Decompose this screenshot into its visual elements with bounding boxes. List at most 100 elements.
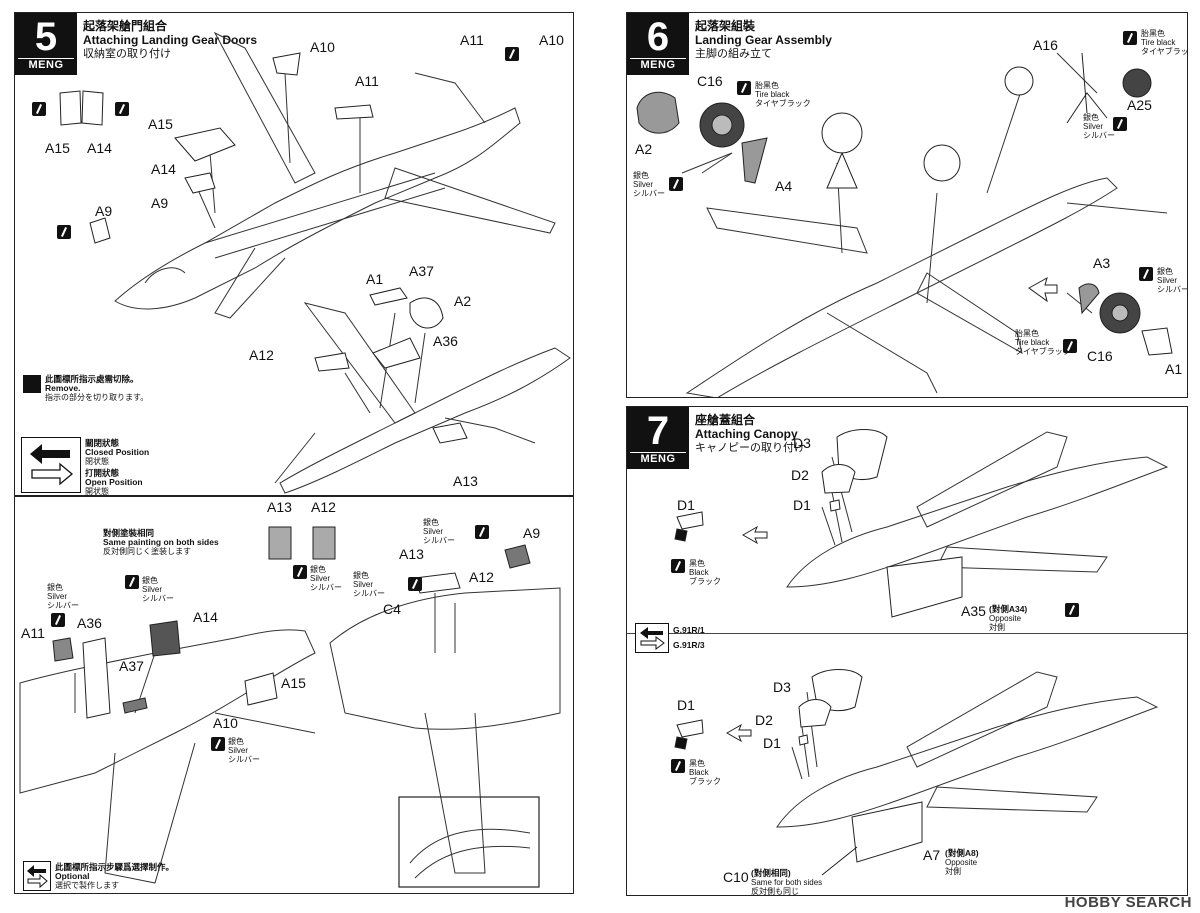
step-7-title: 座艙蓋組合 Attaching Canopy キャノピーの取り付け	[695, 413, 805, 455]
title-jp: キャノピーの取り付け	[695, 442, 805, 454]
part-label-a10: A10	[539, 32, 564, 48]
step-6-badge: 6 MENG	[627, 13, 689, 75]
brand-logo: MENG	[630, 452, 686, 466]
part-label-a2: A2	[454, 293, 472, 309]
part-label-a11: A11	[460, 32, 484, 48]
same-painting-note: 對側塗裝相同 Same painting on both sides 反対側同じ…	[103, 528, 219, 557]
silver-note: 銀色 Silver シルバー	[142, 576, 174, 603]
part-label-c16: C16	[1087, 348, 1113, 364]
paint-brush-icon	[671, 759, 685, 773]
paint-brush-icon	[211, 737, 225, 751]
a7-note: (對側A8) Opposite 対側	[945, 848, 979, 877]
part-label-a14: A14	[87, 140, 112, 156]
part-label-d1: D1	[793, 497, 811, 513]
part-label-a13: A13	[399, 546, 424, 562]
paint-brush-icon	[32, 102, 46, 116]
part-label-a12: A12	[249, 347, 274, 363]
open-position-note: 打開狀態 Open Position 開状態	[85, 468, 143, 497]
paint-brush-icon	[57, 225, 71, 239]
part-label-a9: A9	[151, 195, 169, 211]
closed-position-note: 關閉狀態 Closed Position 閉状態	[85, 438, 150, 467]
part-label-a13: A13	[453, 473, 478, 489]
step-number: 7	[646, 409, 670, 453]
step-5-title: 起落架艙門組合 Attaching Landing Gear Doors 収納室…	[83, 19, 257, 61]
step-5-divider	[15, 495, 573, 497]
paint-brush-icon	[505, 47, 519, 61]
part-label-a15: A15	[148, 116, 173, 132]
tire-black-note: 胎黑色 Tire black タイヤブラック	[1141, 29, 1188, 56]
step-5-drawing	[19, 31, 571, 888]
arrow-icon	[741, 525, 768, 545]
cut-icon	[23, 375, 41, 393]
part-label-a3: A3	[1093, 255, 1111, 271]
part-label-a11: A11	[355, 73, 379, 89]
step-number: 5	[34, 15, 58, 59]
title-en: Landing Gear Assembly	[695, 33, 832, 47]
part-label-c10: C10	[723, 869, 749, 885]
step-6-panel: 6 MENG 起落架組裝 Landing Gear Assembly 主脚の組み…	[626, 12, 1188, 398]
part-label-a12: A12	[311, 499, 336, 515]
paint-brush-icon	[669, 177, 683, 191]
title-zh: 起落架組裝	[695, 19, 756, 33]
part-label-a25: A25	[1127, 97, 1152, 113]
part-label-a2: A2	[635, 141, 653, 157]
black-note: 黑色 Black ブラック	[689, 759, 721, 786]
variant-labels: G.91R/1 G.91R/3	[673, 625, 705, 650]
part-label-a36: A36	[433, 333, 458, 349]
variant-legend-icon	[635, 623, 669, 653]
part-label-a1: A1	[366, 271, 384, 287]
optional-note: 此圖標所指示步驟爲選擇制作。 Optional 選択で製作します	[55, 862, 175, 891]
paint-brush-icon	[1139, 267, 1153, 281]
step-7-panel: 7 MENG 座艙蓋組合 Attaching Canopy キャノピーの取り付け	[626, 406, 1188, 896]
paint-brush-icon	[1113, 117, 1127, 131]
silver-note: 銀色 Silver シルバー	[353, 571, 385, 598]
arrow-left-right-icon	[640, 627, 665, 650]
step-number: 6	[646, 15, 670, 59]
silver-note: 銀色 Silver シルバー	[1083, 113, 1115, 140]
step-5-badge: 5 MENG	[15, 13, 77, 75]
step-6-title: 起落架組裝 Landing Gear Assembly 主脚の組み立て	[695, 19, 832, 61]
silver-note: 銀色 Silver シルバー	[633, 171, 665, 198]
part-label-a1: A1	[1165, 361, 1183, 377]
c10-note: (對側相同) Same for both sides 反対側も同じ	[751, 868, 823, 896]
silver-note: 銀色 Silver シルバー	[228, 737, 260, 764]
optional-icon	[23, 861, 51, 891]
part-label-a13: A13	[267, 499, 292, 515]
part-label-a10: A10	[213, 715, 238, 731]
silver-note: 銀色 Silver シルバー	[423, 518, 455, 545]
paint-brush-icon	[671, 559, 685, 573]
title-en: Attaching Landing Gear Doors	[83, 33, 258, 47]
part-label-a35: A35	[961, 603, 986, 619]
paint-brush-icon	[125, 575, 139, 589]
paint-brush-icon	[737, 81, 751, 95]
paint-brush-icon	[1063, 339, 1077, 353]
silver-note: 銀色 Silver シルバー	[1157, 267, 1188, 294]
silver-note: 銀色 Silver シルバー	[310, 565, 342, 592]
arrow-icon	[725, 723, 752, 743]
part-label-d1: D1	[763, 735, 781, 751]
title-zh: 座艙蓋組合	[695, 413, 756, 427]
part-label-a16: A16	[1033, 37, 1058, 53]
title-jp: 収納室の取り付け	[83, 48, 171, 60]
part-label-c16: C16	[697, 73, 723, 89]
tire-black-note: 胎黑色 Tire black タイヤブラック	[755, 81, 811, 108]
closed-open-legend	[21, 437, 81, 493]
part-label-a9: A9	[523, 525, 541, 541]
part-label-a37: A37	[409, 263, 434, 279]
part-label-a14: A14	[193, 609, 218, 625]
paint-brush-icon	[475, 525, 489, 539]
a35-note: (對側A34) Opposite 対側	[989, 604, 1028, 633]
title-en: Attaching Canopy	[695, 427, 798, 441]
paint-brush-icon	[1065, 603, 1079, 617]
part-label-a12: A12	[469, 569, 494, 585]
part-label-a15: A15	[281, 675, 306, 691]
part-label-a11: A11	[21, 625, 45, 641]
title-jp: 主脚の組み立て	[695, 48, 772, 60]
arrow-icon	[1028, 276, 1058, 303]
silver-note: 銀色 Silver シルバー	[47, 583, 79, 610]
paint-brush-icon	[293, 565, 307, 579]
part-label-a4: A4	[775, 178, 793, 194]
step-7-badge: 7 MENG	[627, 407, 689, 469]
paint-brush-icon	[115, 102, 129, 116]
part-label-c4: C4	[383, 601, 401, 617]
